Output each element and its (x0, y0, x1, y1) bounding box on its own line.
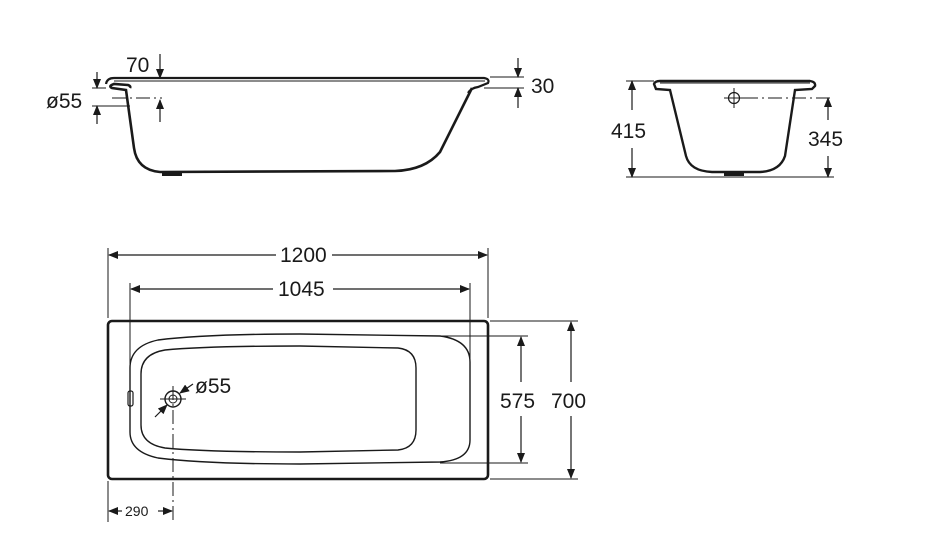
top-dim-290-label: 290 (125, 503, 149, 519)
end-dim-415-label: 415 (611, 120, 646, 143)
top-inner-basin (129, 333, 471, 465)
top-dim-575-label: 575 (500, 390, 535, 413)
top-outer-rim (106, 319, 490, 481)
top-dim-700-label: 700 (551, 390, 586, 413)
top-drain-leader-out (179, 383, 194, 394)
top-view (106, 248, 578, 522)
top-dim-1045-label: 1045 (278, 278, 325, 301)
side-tub-body (109, 82, 474, 174)
side-dim-55-label: ø55 (46, 90, 82, 113)
side-rim-outline (104, 76, 490, 94)
top-dim-drain-label: ø55 (195, 375, 231, 398)
end-tub-outline (652, 79, 817, 174)
side-foot-left (162, 172, 182, 176)
side-dim-70-label: 70 (126, 54, 149, 77)
end-view (626, 79, 834, 178)
side-dim-30-label: 30 (531, 75, 554, 98)
top-inner-floor (140, 345, 417, 453)
top-dim-1200-label: 1200 (280, 244, 327, 267)
top-drain-leader (154, 404, 168, 418)
end-dim-345-label: 345 (808, 128, 843, 151)
end-foot (724, 172, 744, 176)
side-view (92, 54, 524, 176)
